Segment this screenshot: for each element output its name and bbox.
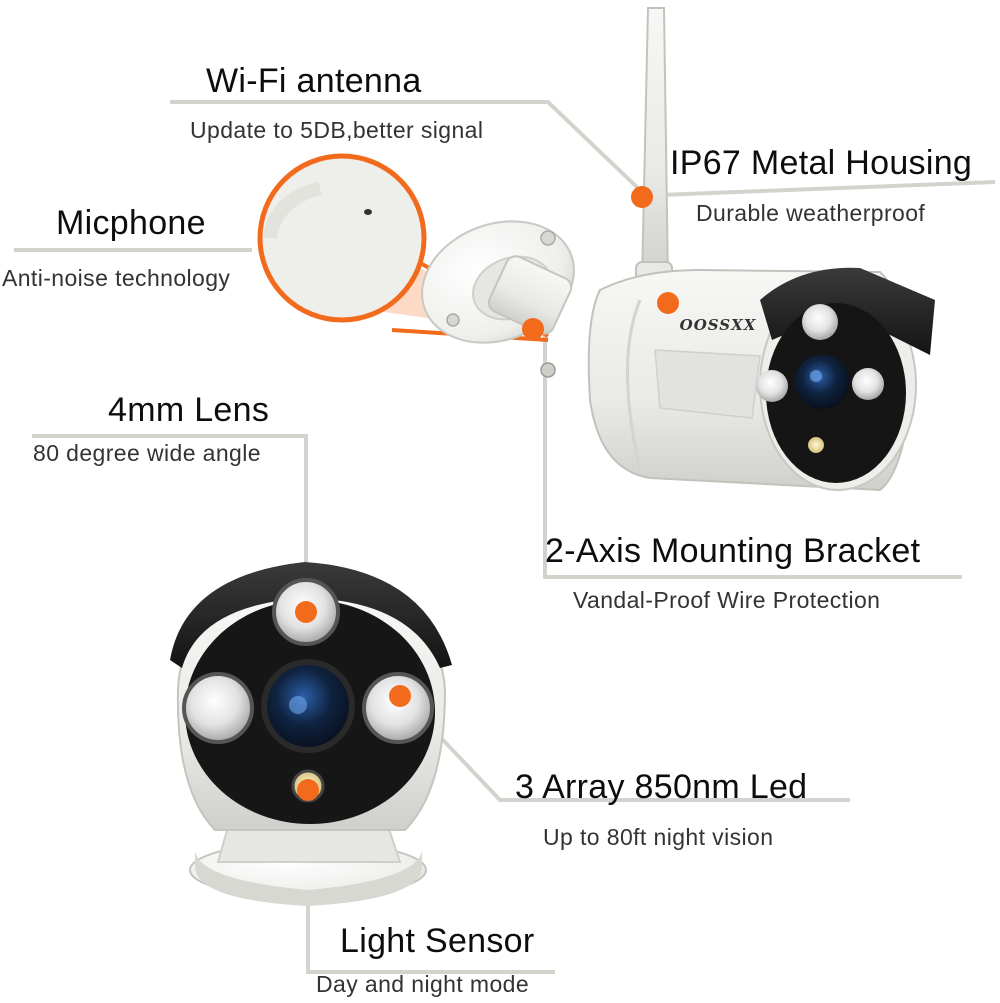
feature-subtitle: Durable weatherproof [696,200,926,226]
feature-title: 2-Axis Mounting Bracket [545,532,921,570]
feature-title: IP67 Metal Housing [670,144,973,182]
antenna [635,7,673,293]
feature-title: Light Sensor [340,922,535,960]
feature-subtitle: Up to 80ft night vision [543,824,774,850]
top-camera-body: OOSSXX [587,267,935,492]
bottom-camera-front [170,562,452,906]
feature-subtitle: Anti-noise technology [2,265,231,291]
leader-housing [659,180,996,197]
feature-title: Wi-Fi antenna [206,62,422,100]
brand-logo: OOSSXX [680,316,757,334]
feature-title: 3 Array 850nm Led [515,768,808,806]
leader-lens [32,434,308,608]
dot-antenna [631,186,653,208]
dot-housing [657,292,679,314]
dot-lens [295,601,317,623]
feature-subtitle: 80 degree wide angle [33,440,261,466]
dot-bracket [522,318,544,340]
leader-wifi [170,100,644,194]
indicator-dots [295,186,679,801]
feature-title: 4mm Lens [108,391,270,429]
leader-bracket [543,330,962,579]
feature-title: Micphone [56,204,206,242]
feature-subtitle: Vandal-Proof Wire Protection [573,587,881,613]
feature-subtitle: Day and night mode [316,971,530,997]
top-camera-bracket [421,220,575,378]
dot-led [389,685,411,707]
dot-sensor [297,779,319,801]
feature-subtitle: Update to 5DB,better signal [190,117,484,143]
zoom-circle [257,153,427,323]
